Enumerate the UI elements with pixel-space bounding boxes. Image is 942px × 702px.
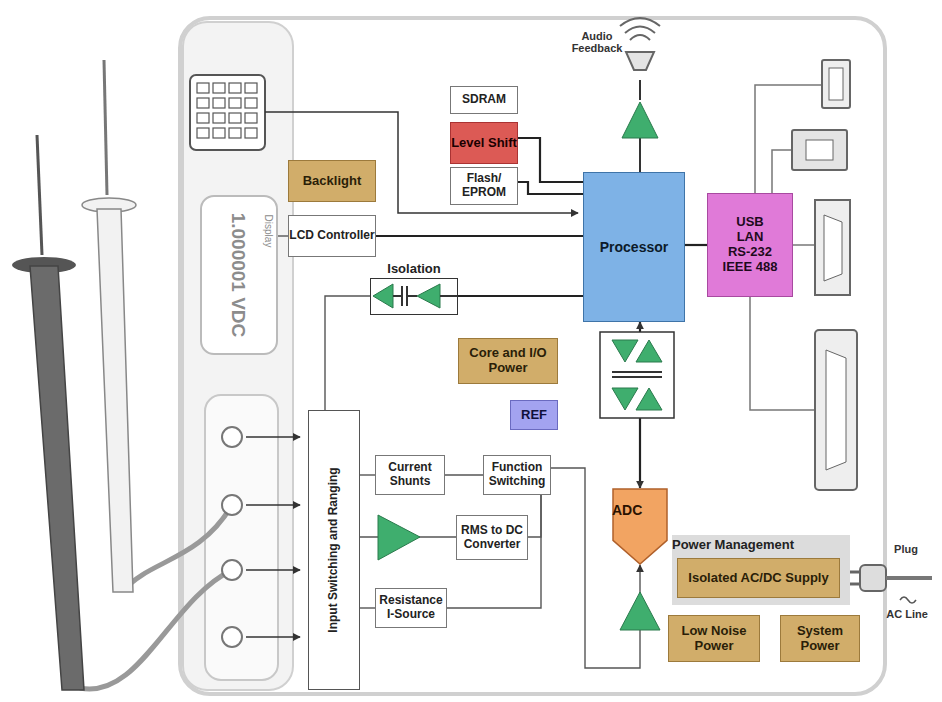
label-stack: LCD Controller: [289, 216, 375, 256]
free-label: Audio Feedback: [566, 30, 628, 54]
isolation-block: Isolation: [370, 278, 458, 315]
jack-arrows: [246, 437, 300, 637]
instrument-housing: [180, 18, 885, 694]
label-stack: Function Switching: [484, 456, 550, 494]
keypad-wire: [265, 112, 578, 213]
box-label: LCD Controller: [289, 229, 374, 243]
label-stack: Low Noise Power: [669, 616, 759, 661]
adc-outline: [612, 488, 668, 565]
level-shift-box: Level Shift: [450, 122, 518, 164]
isolation-barrier: [600, 332, 674, 418]
box-label: Isolation: [387, 262, 440, 277]
input-amplifier: [378, 515, 420, 560]
display-panel: 1.000001 VDC Display: [200, 195, 278, 355]
audio-amplifier: [622, 102, 658, 138]
reference-box: REF: [510, 400, 558, 430]
label-stack: Isolated AC/DC Supply: [678, 559, 839, 597]
label-stack: RMS to DC Converter: [457, 516, 527, 559]
process-box: Resistance I-Source: [375, 588, 447, 628]
front-panel: [183, 22, 293, 690]
label-stack: Backlight: [289, 161, 375, 201]
adc-driver-amplifier: [620, 592, 660, 630]
signal-connector: [445, 474, 483, 475]
box-label: SDRAM: [462, 93, 506, 107]
power-band: Power ManagementIsolated AC/DC Supply: [672, 535, 850, 605]
power-box: Low Noise Power: [668, 615, 760, 662]
process-box: SDRAM: [450, 86, 518, 114]
box-label: Current Shunts: [376, 461, 444, 489]
process-box: Function Switching: [483, 455, 551, 495]
box-label: IEEE 488: [723, 260, 778, 275]
box-label: Power Management: [672, 538, 850, 553]
free-label: AC Line: [880, 608, 934, 620]
free-label: Plug: [886, 543, 926, 555]
label-stack: USBLANRS-232IEEE 488: [708, 194, 792, 296]
box-label: 1.000001 VDC: [227, 213, 249, 338]
process-box: Flash/ EPROM: [450, 167, 518, 205]
label-stack: Flash/ EPROM: [451, 168, 517, 204]
db25-connector-icon: [815, 330, 857, 490]
test-probes: [12, 60, 232, 690]
box-label: RS-232: [728, 245, 772, 260]
box-label: Resistance I-Source: [376, 594, 446, 622]
signal-connector: [278, 235, 288, 236]
box-label: RMS to DC Converter: [457, 524, 527, 552]
label-stack: Processor: [584, 173, 684, 321]
lan-port-icon: [792, 130, 847, 170]
box-label: Input Switching and Ranging: [327, 467, 341, 632]
label-stack: REF: [511, 401, 557, 429]
speaker-icon: [620, 18, 660, 70]
box-label: Display: [262, 215, 274, 248]
label-stack: System Power: [781, 616, 859, 661]
signal-connector: [528, 495, 541, 537]
label-stack: Resistance I-Source: [376, 589, 446, 627]
label-stack: Current Shunts: [376, 456, 444, 494]
signal-connector: [447, 495, 541, 608]
box-label: Low Noise Power: [669, 624, 759, 654]
process-box: LCD Controller: [288, 215, 376, 257]
box-label: Function Switching: [484, 461, 550, 489]
process-box: Current Shunts: [375, 455, 445, 495]
box-label: Backlight: [303, 174, 362, 189]
input-jacks: [222, 427, 242, 647]
db9-connector-icon: [815, 200, 850, 295]
signal-connector: [376, 235, 583, 237]
isolation-amplifiers: [373, 284, 458, 308]
signal-connector: [360, 607, 375, 608]
box-label: Core and I/O Power: [459, 346, 557, 376]
label-stack: Core and I/O Power: [459, 339, 557, 383]
switching-box: Input Switching and Ranging: [308, 410, 360, 690]
adc-block: ADC: [612, 488, 668, 565]
power-box: Backlight: [288, 160, 376, 202]
box-label: REF: [521, 408, 547, 423]
box-label: System Power: [781, 624, 859, 654]
power-box: System Power: [780, 615, 860, 662]
power-box: Core and I/O Power: [458, 338, 558, 384]
signal-connector: [518, 182, 583, 194]
box-label: LAN: [737, 230, 764, 245]
box-label: Isolated AC/DC Supply: [688, 571, 828, 586]
signal-connector: [360, 474, 375, 475]
box-label: ADC: [612, 502, 668, 518]
box-label: USB: [736, 215, 763, 230]
box-label: Flash/ EPROM: [451, 172, 517, 200]
signal-connector: [685, 244, 707, 246]
box-label: Level Shift: [451, 136, 517, 151]
signal-connector: [458, 295, 583, 297]
signal-connector: [518, 138, 583, 182]
signal-connector: [325, 296, 370, 410]
label-stack: Level Shift: [451, 123, 517, 163]
power-plug: [842, 565, 932, 603]
usb-port-icon: [822, 60, 850, 108]
label-stack: SDRAM: [451, 87, 517, 113]
interface-box: USBLANRS-232IEEE 488: [707, 193, 793, 297]
keypad-icon: [190, 75, 265, 150]
processor-box: Processor: [583, 172, 685, 322]
box-label: Processor: [600, 239, 668, 255]
power-box: Isolated AC/DC Supply: [677, 558, 840, 598]
process-box: RMS to DC Converter: [456, 515, 528, 560]
